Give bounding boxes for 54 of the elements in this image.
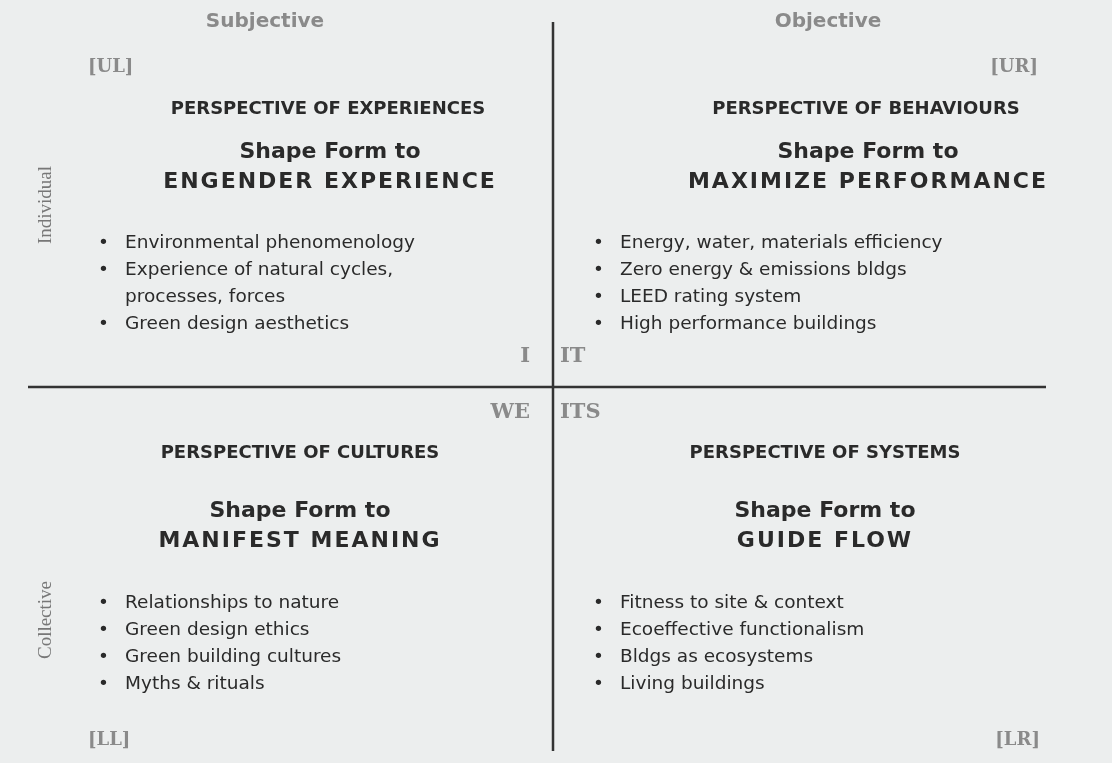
heading: GUIDE FLOW (736, 527, 914, 552)
quadrant-label: ITS (560, 398, 601, 423)
heading: ENGENDER EXPERIENCE (163, 168, 497, 193)
bullet-mark: • (98, 617, 110, 641)
bullet-mark: • (98, 257, 110, 281)
quadrant-label: I (520, 342, 530, 367)
list-item: Green design ethics (125, 617, 311, 641)
subheading: Shape Form to (777, 138, 959, 163)
list-item: Ecoeffective functionalism (620, 617, 866, 641)
list-item: Green design aesthetics (125, 311, 351, 335)
axis-heading: Objective (774, 8, 882, 32)
list-item: Green building cultures (125, 644, 343, 668)
bullet-mark: • (593, 311, 605, 335)
quadrant-tag: [LL] (88, 728, 131, 749)
section-heading: PERSPECTIVE OF SYSTEMS (689, 441, 961, 462)
list-item: Myths & rituals (125, 671, 266, 695)
bullet-mark: • (98, 230, 110, 254)
quadrant-tag: [LR] (995, 728, 1040, 749)
bullet-mark: • (593, 617, 605, 641)
quadrant-label: IT (560, 342, 586, 367)
axis-label: Collective (34, 580, 56, 660)
subheading: Shape Form to (209, 497, 391, 522)
subheading: Shape Form to (734, 497, 916, 522)
bullet-mark: • (593, 671, 605, 695)
section-heading: PERSPECTIVE OF EXPERIENCES (170, 97, 486, 118)
bullet-mark: • (593, 590, 605, 614)
list-item: Living buildings (620, 671, 766, 695)
heading: MANIFEST MEANING (158, 527, 442, 552)
list-item: Bldgs as ecosystems (620, 644, 815, 668)
bullet-mark: • (98, 644, 110, 668)
quadrant-tag: [UL] (88, 55, 134, 76)
subheading: Shape Form to (239, 138, 421, 163)
list-item: Relationships to nature (125, 590, 341, 614)
list-item: High performance buildings (620, 311, 878, 335)
bullet-mark: • (98, 671, 110, 695)
bullet-mark: • (98, 590, 110, 614)
bullet-mark: • (593, 257, 605, 281)
quadrant-tag: [UR] (990, 55, 1038, 76)
axis-heading: Subjective (205, 8, 325, 32)
bullet-mark: • (593, 230, 605, 254)
list-item: Experience of natural cycles, processes, forces (125, 257, 395, 308)
quadrant-label: WE (490, 398, 530, 423)
bullet-mark: • (593, 644, 605, 668)
list-item: LEED rating system (620, 284, 803, 308)
section-heading: PERSPECTIVE OF CULTURES (160, 441, 440, 462)
section-heading: PERSPECTIVE OF BEHAVIOURS (712, 97, 1020, 118)
list-item: Environmental phenomenology (125, 230, 416, 254)
list-item: Energy, water, materials efficiency (620, 230, 944, 254)
axis-label: Individual (34, 165, 56, 245)
list-item: Zero energy & emissions bldgs (620, 257, 908, 281)
bullet-mark: • (593, 284, 605, 308)
heading: MAXIMIZE PERFORMANCE (687, 168, 1049, 193)
bullet-mark: • (98, 311, 110, 335)
list-item: Fitness to site & context (620, 590, 845, 614)
